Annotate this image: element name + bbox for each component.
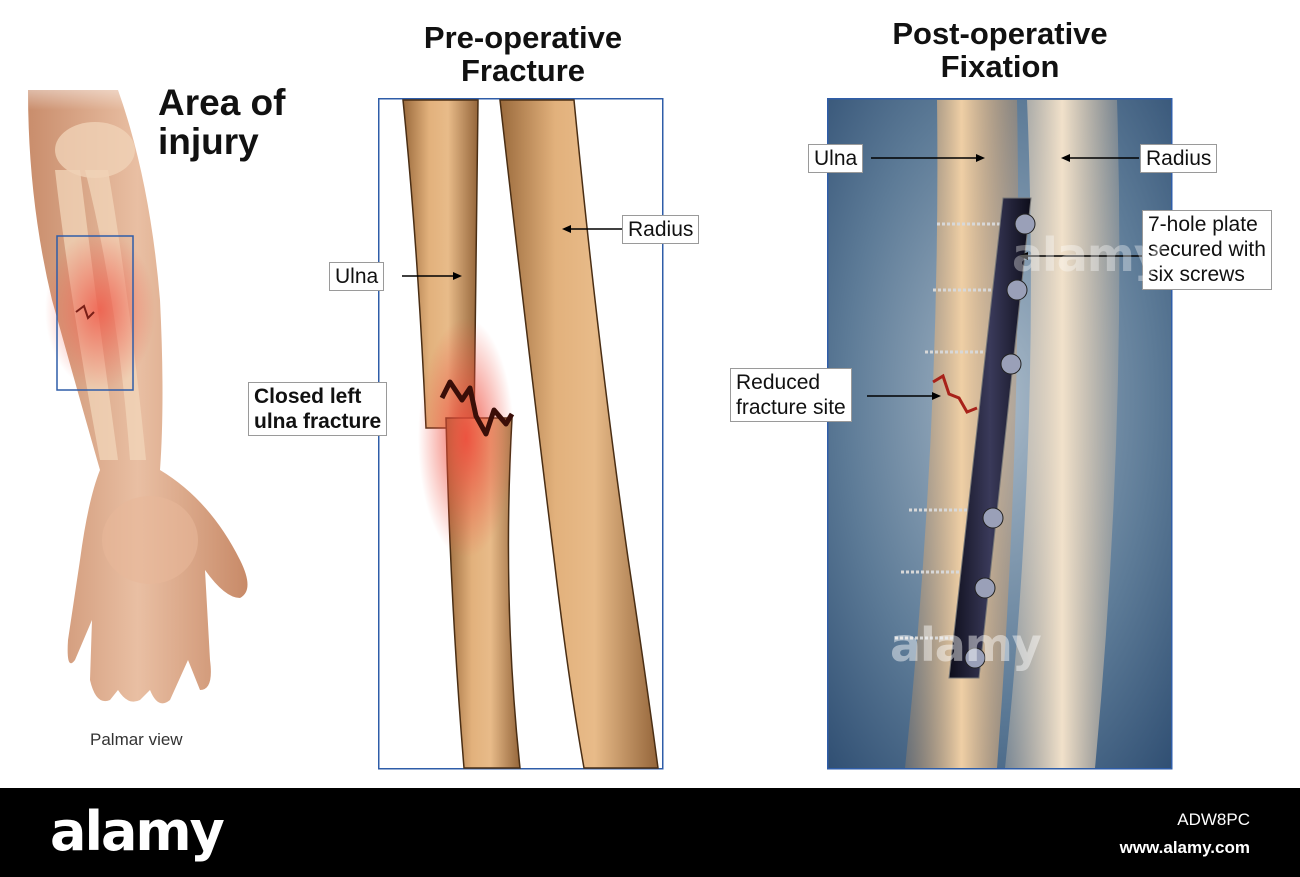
injury-area-box [56,235,134,391]
post-operative-fixation [827,98,1173,770]
title-line: Post-operative [892,16,1108,51]
post-ulna-label: Ulna [808,144,864,174]
fracture-label: Closed left ulna fracture [248,382,388,437]
title-line: injury [158,120,259,162]
forearm-illustration [20,60,248,704]
pre-operative-title: Pre-operative Fracture [378,20,668,88]
area-of-injury-title: Area of injury [158,82,286,162]
alamy-logo: alamy [50,800,225,863]
palmar-view-caption: Palmar view [90,730,183,749]
title-line: Pre-operative [423,20,623,55]
watermark: alamy [890,618,1042,672]
reduced-fracture-label: Reduced fracture site [730,368,852,423]
site-url: www.alamy.com [1119,838,1250,857]
image-id: ADW8PC [1177,810,1250,829]
label-line: six screws [1148,263,1245,287]
radius-label: Radius [622,215,700,245]
post-radius-label: Radius [1140,144,1218,174]
footer-bar: alamy ADW8PC www.alamy.com [0,788,1300,877]
label-line: Reduced [736,371,821,394]
label-line: fracture site [736,396,846,420]
title-line: Area of [158,82,286,123]
label-line: Closed left [254,385,362,408]
pre-operative-bones [378,98,664,770]
post-operative-title: Post-operative Fixation [850,16,1150,84]
label-line: ulna fracture [254,410,382,434]
plate-label: 7-hole plate secured with six screws [1142,210,1272,290]
watermark: alamy [1012,228,1164,282]
ulna-label: Ulna [329,262,385,292]
label-line: 7-hole plate [1148,213,1258,236]
title-line: Fixation [940,48,1060,84]
label-line: secured with [1148,238,1266,262]
title-line: Fracture [460,52,586,88]
